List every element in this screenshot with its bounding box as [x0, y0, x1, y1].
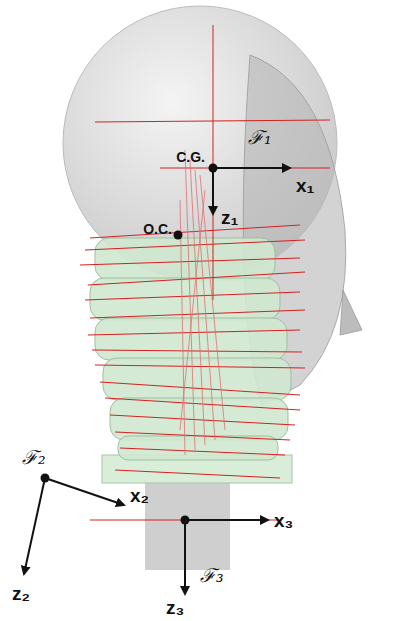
axis-label: z₁	[221, 208, 238, 227]
axis-label: x₂	[130, 486, 149, 505]
frame-label: ℱ₂	[22, 448, 46, 467]
axis-label: z₂	[12, 584, 30, 603]
point-label: O.C.	[143, 222, 172, 236]
point-label: C.G.	[176, 150, 205, 164]
axis-label: z₃	[166, 598, 184, 617]
frame-label: ℱ₃	[200, 566, 224, 585]
frame-label: ℱ₁	[248, 128, 272, 147]
axis-label: x₃	[274, 511, 293, 530]
axis-label: x₁	[296, 176, 314, 195]
